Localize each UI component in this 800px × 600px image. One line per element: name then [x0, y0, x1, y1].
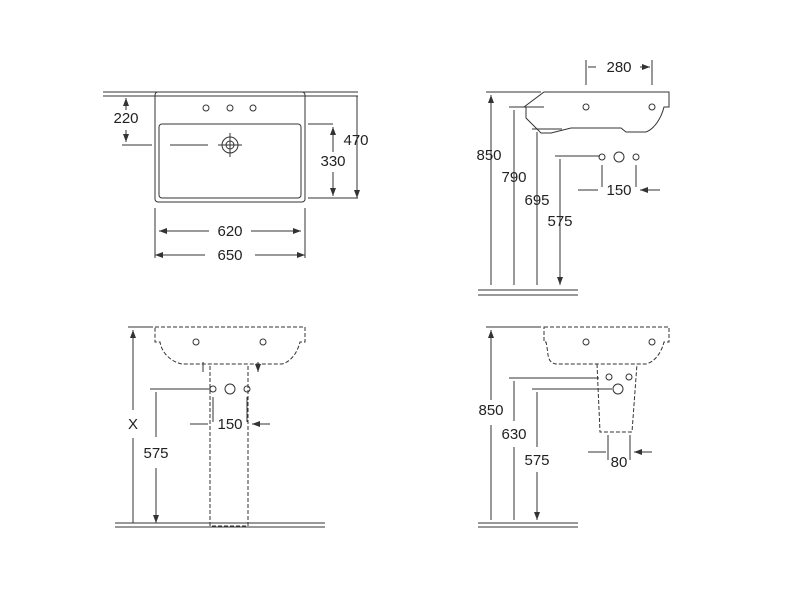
side-view: 280 850 790 695 575 150 [476, 59, 670, 296]
dim-790: 790 [501, 169, 526, 186]
floor-line [478, 289, 578, 296]
dim-850: 850 [476, 147, 501, 164]
tap-holes-icon [209, 383, 251, 395]
dim-620: 620 [217, 223, 242, 240]
basin-profile [543, 326, 670, 365]
pedestal-outline [209, 366, 249, 527]
dim-575: 575 [143, 445, 168, 462]
dim-x: X [128, 416, 138, 433]
dim-850: 850 [478, 402, 503, 419]
dim-80: 80 [611, 454, 628, 471]
dim-330: 330 [320, 153, 345, 170]
side-pedestal-view: 850 630 575 80 [478, 326, 670, 528]
front-pedestal-view: X 575 150 [115, 327, 325, 527]
dim-575: 575 [547, 213, 572, 230]
basin-profile [522, 91, 670, 134]
dim-220: 220 [113, 110, 138, 127]
pedestal-outline [596, 363, 638, 433]
tap-holes-icon [202, 104, 257, 112]
bowl-outline [158, 123, 302, 199]
dim-695: 695 [524, 192, 549, 209]
drain-icon [170, 133, 242, 157]
dim-470: 470 [343, 132, 368, 149]
dim-150: 150 [217, 416, 242, 433]
wall-line [103, 91, 358, 97]
dim-650: 650 [217, 247, 242, 264]
dim-575: 575 [524, 452, 549, 469]
dim-630: 630 [501, 426, 526, 443]
floor-line [115, 522, 325, 528]
tap-holes-icon [598, 151, 640, 163]
basin-outline [154, 326, 306, 365]
dim-280: 280 [606, 59, 631, 76]
floor-line [478, 522, 578, 528]
tap-holes-icon [605, 373, 633, 395]
top-view: 220 470 330 620 650 [103, 92, 369, 264]
dim-150: 150 [606, 182, 631, 199]
basin-outline [154, 91, 306, 203]
